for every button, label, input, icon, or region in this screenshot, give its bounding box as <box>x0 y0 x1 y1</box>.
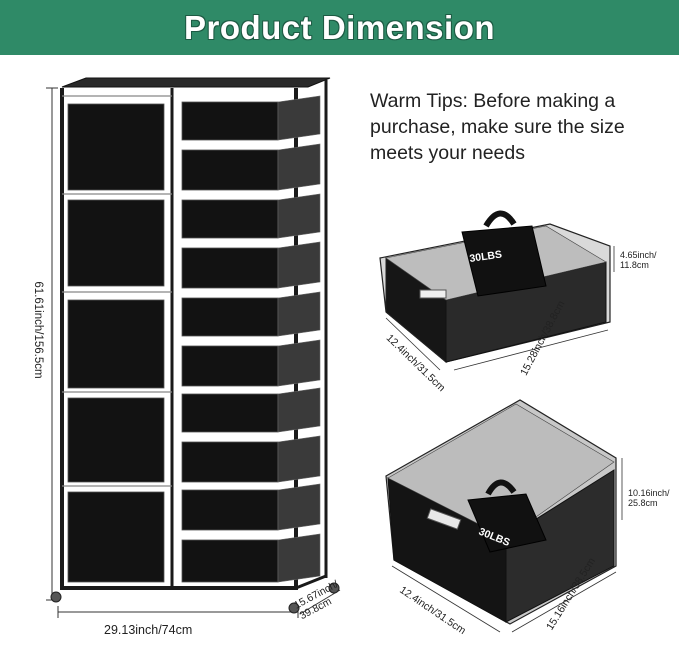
large-drawer-height-line2: 25.8cm <box>628 498 658 508</box>
title-banner: Product Dimension <box>0 0 679 55</box>
left-drawer-column <box>67 103 165 583</box>
right-drawer-mesh-sides <box>277 95 321 583</box>
cabinet-width-label: 29.13inch/74cm <box>104 623 193 637</box>
right-drawer-column <box>181 101 279 583</box>
depth-dimension-line <box>299 589 341 615</box>
small-drawer-weight-label: 30LBS <box>469 249 503 265</box>
large-drawer-height-line1: 10.16inch/ <box>628 488 670 498</box>
large-drawer-height-label: 10.16inch/ 25.8cm <box>628 488 670 508</box>
small-drawer-height-line2: 11.8cm <box>620 260 649 270</box>
left-drawer-rails <box>62 95 172 487</box>
large-drawer-illustration <box>385 399 617 625</box>
small-drawer-dimension-lines <box>385 246 615 371</box>
large-drawer-dimension-lines <box>391 458 623 633</box>
caster-wheels <box>50 582 340 614</box>
warm-tips-text: Warm Tips: Before making a purchase, mak… <box>370 90 625 164</box>
height-dimension-line <box>46 87 58 601</box>
small-drawer-illustration <box>379 210 611 364</box>
small-drawer-height-label: 4.65inch/ 11.8cm <box>620 250 657 270</box>
page-title: Product Dimension <box>183 8 496 46</box>
width-dimension-line <box>57 606 299 618</box>
cabinet-height-label: 61.61inch/156.5cm <box>32 281 44 379</box>
small-drawer-height-line1: 4.65inch/ <box>620 250 657 260</box>
